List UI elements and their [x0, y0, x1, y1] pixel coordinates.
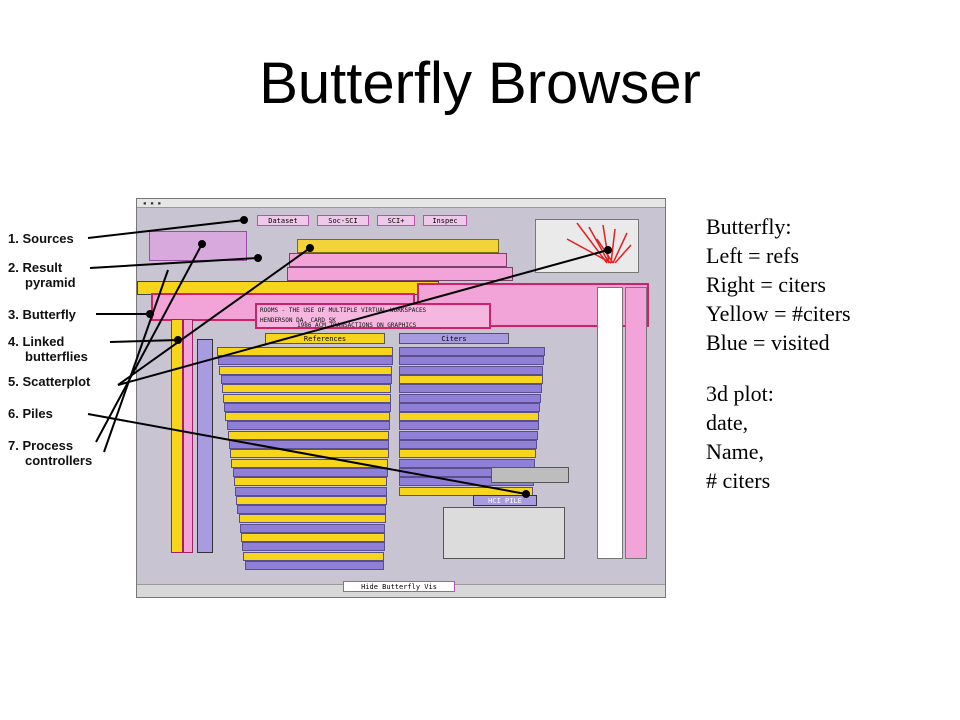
hci-pile[interactable]	[443, 507, 565, 559]
note-name: Name,	[706, 439, 765, 464]
citer-row[interactable]	[399, 440, 537, 449]
pile-small[interactable]	[491, 467, 569, 483]
callout-text-2: pyramid	[25, 275, 76, 290]
reference-row[interactable]	[221, 384, 392, 394]
reference-row[interactable]	[244, 560, 384, 570]
reference-row[interactable]	[224, 402, 391, 412]
reference-row[interactable]	[235, 486, 387, 496]
butterfly-screenshot: ▪ ▪ ▪ Dataset Soc-SCI SCI+ Inspec ROOMS …	[136, 198, 666, 598]
pyramid-row-3[interactable]	[287, 267, 513, 281]
callout-num: 5.	[8, 374, 19, 389]
reference-row[interactable]	[217, 347, 393, 356]
callout-text: Result	[22, 260, 63, 275]
callout-num: 2.	[8, 260, 19, 275]
hide-butterfly-button[interactable]: Hide Butterfly Vis	[343, 581, 455, 592]
focus-article-title: ROOMS - THE USE OF MULTIPLE VIRTUAL WORK…	[260, 307, 427, 314]
reference-row[interactable]	[242, 542, 385, 552]
note-right-citers: Right = citers	[706, 272, 826, 297]
source-button-inspec[interactable]: Inspec	[423, 215, 467, 226]
callout-scatterplot: 5. Scatterplot	[8, 374, 90, 389]
source-button-sci[interactable]: SCI+	[377, 215, 415, 226]
callout-text: Scatterplot	[22, 374, 91, 389]
slide-title: Butterfly Browser	[259, 51, 701, 116]
reference-row[interactable]	[225, 412, 391, 422]
reference-row[interactable]	[241, 533, 385, 542]
source-button-dataset[interactable]: Dataset	[257, 215, 309, 226]
callout-num: 7.	[8, 438, 19, 453]
reference-row[interactable]	[231, 458, 389, 468]
reference-row[interactable]	[219, 365, 393, 375]
callout-text: Piles	[22, 406, 53, 421]
citer-row[interactable]	[399, 384, 542, 394]
reference-row[interactable]	[227, 430, 390, 440]
citer-row[interactable]	[399, 458, 536, 468]
citer-row[interactable]	[399, 430, 538, 440]
reference-row[interactable]	[229, 440, 389, 449]
reference-row[interactable]	[236, 495, 387, 505]
window-titlebar: ▪ ▪ ▪	[137, 199, 665, 208]
right-pillar	[597, 287, 623, 559]
callout-num: 1.	[8, 231, 19, 246]
citer-row[interactable]	[399, 449, 537, 459]
reference-row[interactable]	[239, 523, 386, 533]
citer-row[interactable]	[399, 412, 540, 422]
callout-text: Sources	[22, 231, 74, 246]
citer-row[interactable]	[399, 393, 541, 403]
reference-row[interactable]	[238, 514, 386, 524]
note-left-refs: Left = refs	[706, 243, 800, 268]
reference-row[interactable]	[218, 356, 393, 366]
citers-header[interactable]: Citers	[399, 333, 509, 344]
note-butterfly-heading: Butterfly:	[706, 214, 792, 239]
callout-text: Butterfly	[22, 307, 76, 322]
note-yellow: Yellow = #citers	[706, 301, 851, 326]
callout-sources: 1. Sources	[8, 231, 74, 246]
result-pyramid[interactable]	[149, 231, 247, 261]
callout-text-2: controllers	[25, 453, 93, 468]
citer-row[interactable]	[399, 421, 539, 431]
note-citers: # citers	[706, 468, 771, 493]
pyramid-row-2[interactable]	[289, 253, 507, 267]
callout-num: 6.	[8, 406, 19, 421]
reference-row[interactable]	[243, 551, 385, 561]
citer-row[interactable]	[399, 402, 541, 412]
reference-row[interactable]	[233, 477, 388, 487]
left-pillar-blue	[197, 339, 213, 553]
pyramid-row-1[interactable]	[297, 239, 499, 253]
note-date: date,	[706, 410, 749, 435]
legend-notes: Butterfly: Left = refs Right = citers Ye…	[706, 212, 851, 495]
reference-row[interactable]	[237, 505, 387, 515]
left-pillar-pink	[183, 319, 193, 553]
note-3d-plot-heading: 3d plot:	[706, 381, 774, 406]
source-button-soc-sci[interactable]: Soc-SCI	[317, 215, 369, 226]
reference-row[interactable]	[226, 421, 390, 431]
citer-row[interactable]	[399, 486, 533, 496]
left-pillar-yellow	[171, 319, 183, 553]
citers-wing[interactable]	[399, 347, 547, 497]
note-blue: Blue = visited	[706, 330, 830, 355]
callout-num: 3.	[8, 307, 19, 322]
callout-text-2: butterflies	[25, 349, 88, 364]
callout-piles: 6. Piles	[8, 406, 53, 421]
citer-row[interactable]	[399, 356, 545, 366]
pile-label[interactable]: HCI PILE	[473, 495, 537, 506]
reference-row[interactable]	[232, 467, 388, 477]
callout-text: Process	[22, 438, 74, 453]
citer-row[interactable]	[399, 365, 544, 375]
focus-article-author: HENDERSON DA, CARD SK	[260, 317, 336, 324]
callout-butterfly: 3. Butterfly	[8, 307, 76, 322]
citer-row[interactable]	[399, 347, 545, 356]
reference-row[interactable]	[220, 374, 392, 384]
right-pillar-pink	[625, 287, 647, 559]
callout-text: Linked	[22, 334, 65, 349]
callout-num: 4.	[8, 334, 19, 349]
reference-row[interactable]	[223, 393, 391, 403]
citer-row[interactable]	[399, 374, 543, 384]
focus-article[interactable]: ROOMS - THE USE OF MULTIPLE VIRTUAL WORK…	[255, 303, 491, 329]
references-header[interactable]: References	[265, 333, 385, 344]
focus-article-journal: 1986 ACM TRANSACTIONS ON GRAPHICS	[297, 322, 417, 329]
